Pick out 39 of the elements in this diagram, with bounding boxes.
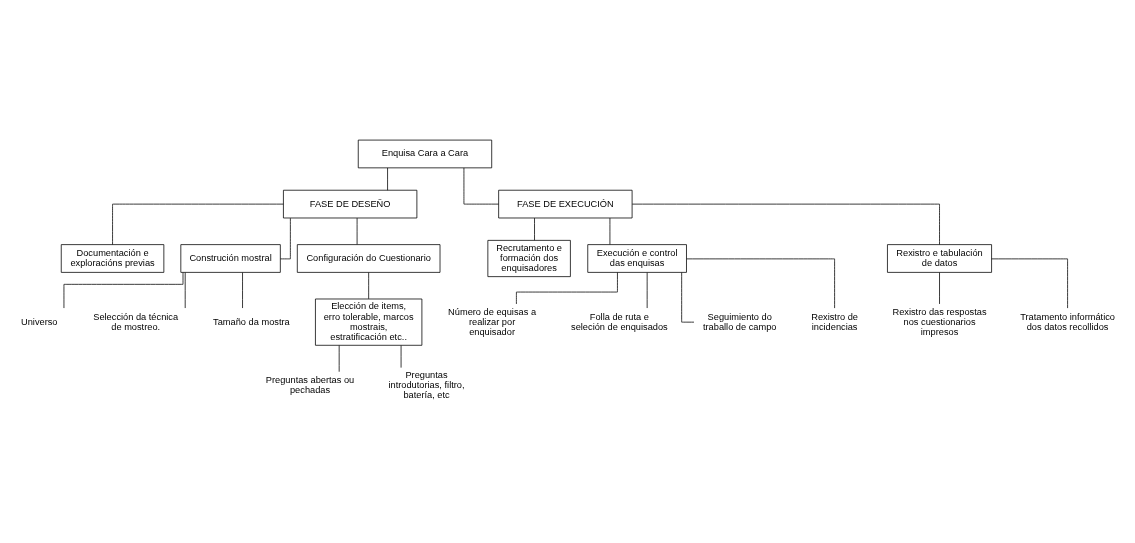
connector — [939, 271, 940, 304]
node-text: Preguntas introdutorias, filtro, batería, etc — [388, 369, 465, 400]
connector — [646, 271, 648, 308]
node-text: Tratamento informático dos datos recollidos — [1020, 311, 1115, 332]
node-box: Recrutamento e formación dos enquisadores — [487, 239, 571, 277]
connector — [184, 271, 186, 308]
node-text: Selección da técnica de mostreo. — [93, 311, 179, 332]
node-text: Preguntas abertas ou pechadas — [265, 374, 355, 395]
node-text: Universo — [21, 316, 58, 327]
node-box: Enquisa Cara a Cara — [357, 139, 493, 168]
connector — [387, 167, 388, 191]
connector — [534, 217, 535, 241]
node-box: Documentación e exploracións previas — [60, 243, 165, 273]
node-text: Folla de ruta e seleción de enquisados — [571, 311, 668, 332]
connector — [631, 203, 940, 245]
node-text: Rexistro das respostas nos cuestionarios impresos — [892, 306, 987, 337]
connector — [686, 258, 835, 308]
connector — [242, 271, 243, 308]
node-text: Número de equisas a realizar por enquisador — [448, 306, 537, 337]
connector — [338, 344, 340, 372]
connector — [609, 217, 611, 245]
connector — [463, 167, 499, 204]
node-box: Construción mostral — [180, 243, 281, 273]
connector — [112, 203, 284, 245]
connector — [368, 271, 370, 299]
connector — [400, 344, 402, 368]
connector — [356, 217, 358, 245]
connector — [63, 271, 184, 308]
node-box: FASE DE EXECUCIÓN — [498, 189, 633, 218]
node-text: Seguimiento do traballo de campo — [702, 311, 777, 332]
connector — [991, 258, 1068, 308]
node-text: Rexistro de incidencias — [811, 311, 859, 332]
node-text: Tamaño da mostra — [213, 316, 290, 327]
node-box: Configuración do Cuestionario — [296, 243, 441, 273]
connector — [280, 217, 291, 259]
node-box: Rexistro e tabulación de datos — [887, 243, 992, 273]
node-box: FASE DE DESEÑO — [283, 189, 418, 218]
node-box: Execución e control das enquisas — [587, 243, 687, 273]
node-box: Elección de items, erro tolerable, marcos mostrais, estratificación etc.. — [315, 298, 423, 346]
